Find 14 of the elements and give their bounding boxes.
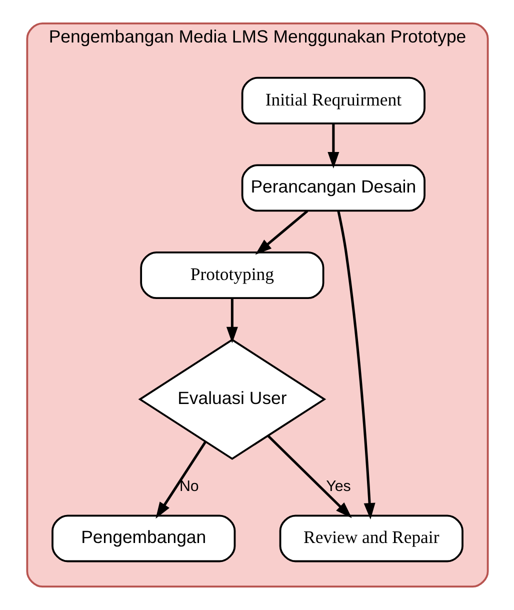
node-diamond: Evaluasi User [138,338,326,460]
arrow [254,210,308,255]
edge-label: No [178,478,198,496]
node-box: Initial Reqruirment [240,76,425,124]
arrow [266,434,352,518]
arrow [226,298,238,344]
node-box: Perancangan Desain [240,164,425,212]
arrow [155,441,206,519]
node-box: Review and Repair [278,514,463,562]
edge-label: Yes [326,478,350,496]
node-box: Pengembangan [51,514,236,562]
arrow [327,124,339,168]
node-box: Prototyping [140,252,324,299]
arrow [336,210,375,520]
